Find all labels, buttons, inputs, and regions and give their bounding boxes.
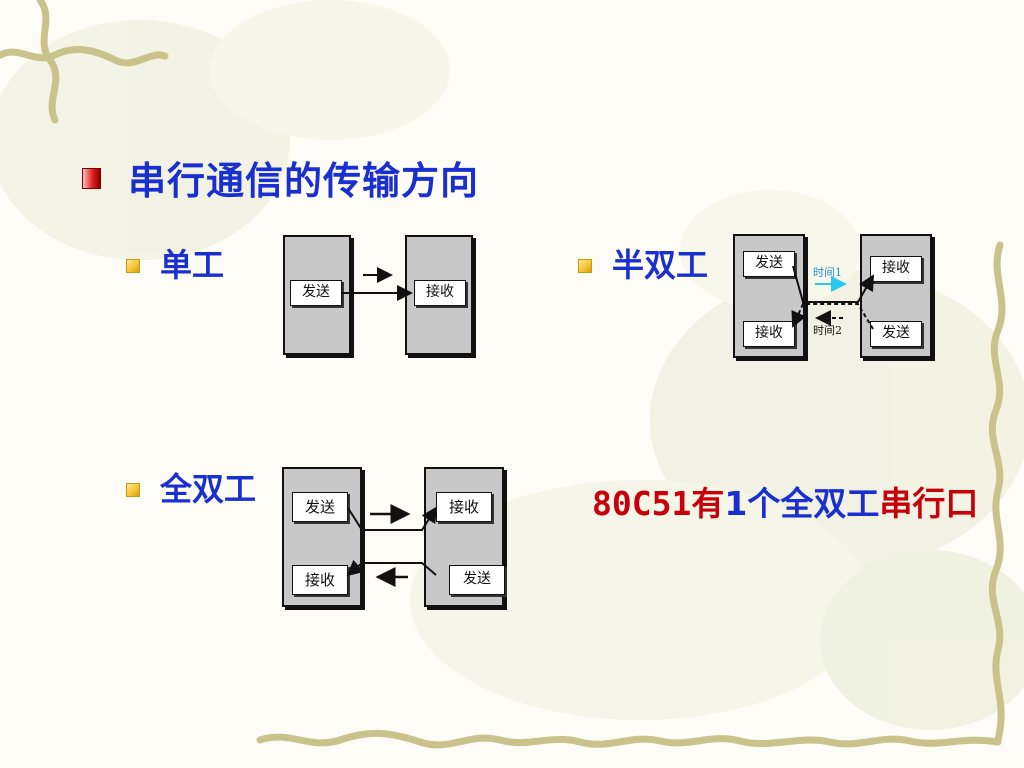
half-duplex-bullet-icon xyxy=(578,259,592,273)
note-full-duplex: 个全双工 xyxy=(747,484,880,523)
simplex-send-box: 发送 xyxy=(290,280,342,306)
half-duplex-arrows xyxy=(791,265,874,330)
note-serial-port: 串行口 xyxy=(879,484,979,523)
note-chip-name: 80C51 xyxy=(592,484,692,523)
half-duplex-send-box-2: 发送 xyxy=(870,321,922,347)
full-duplex-forward-line xyxy=(347,506,438,531)
full-duplex-diagram: 发送 接收 接收 发送 xyxy=(282,467,522,612)
note-text: 80C51有1个全双工串行口 xyxy=(592,478,984,530)
half-duplex-path-1 xyxy=(792,265,874,303)
simplex-arrows xyxy=(342,267,413,301)
foliage-shapes xyxy=(0,0,1024,730)
half-duplex-time2-label: 时间2 xyxy=(813,324,842,337)
simplex-bullet-icon xyxy=(126,259,140,273)
full-duplex-return-line xyxy=(346,559,437,577)
full-duplex-send-box-2: 发送 xyxy=(449,565,505,595)
half-duplex-send-box: 发送 xyxy=(743,251,795,277)
half-duplex-time1-label: 时间1 xyxy=(813,266,842,279)
simplex-recv-box: 接收 xyxy=(414,280,466,306)
half-duplex-diagram: 发送 接收 接收 发送 时间1 时间2 xyxy=(733,234,943,364)
slide-title: 串行通信的传输方向 xyxy=(128,159,480,203)
full-duplex-recv-box-2: 接收 xyxy=(292,565,348,595)
vine-right xyxy=(256,241,1006,749)
note-has: 有 xyxy=(691,484,725,523)
full-duplex-recv-box: 接收 xyxy=(436,492,492,522)
full-duplex-bullet-icon xyxy=(126,483,140,497)
half-duplex-recv-box-2: 接收 xyxy=(743,321,795,347)
full-duplex-label: 全双工 xyxy=(160,470,257,508)
full-duplex-send-box: 发送 xyxy=(292,492,348,522)
half-duplex-path-2 xyxy=(791,303,874,330)
vine-left xyxy=(0,0,169,124)
note-count: 1 xyxy=(724,484,748,523)
full-duplex-arrows xyxy=(346,504,438,587)
simplex-diagram: 发送 接收 xyxy=(283,233,483,358)
simplex-label: 单工 xyxy=(160,246,225,284)
half-duplex-recv-box: 接收 xyxy=(870,256,922,282)
title-bullet-icon xyxy=(82,168,101,189)
half-duplex-label: 半双工 xyxy=(612,246,709,284)
